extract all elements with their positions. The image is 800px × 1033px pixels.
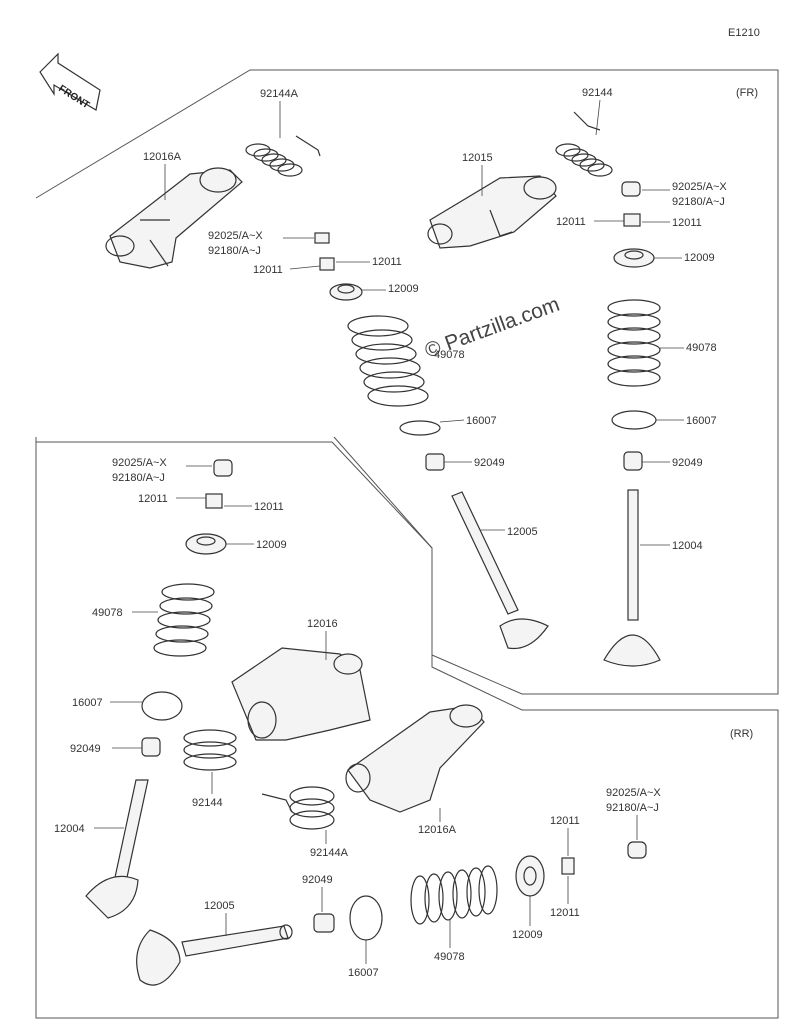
label-rr-92049-b: 92049 — [302, 874, 333, 886]
label-fr-12016A: 12016A — [143, 151, 182, 163]
label-rr-12009: 12009 — [256, 539, 287, 551]
fr-spring-92144 — [555, 111, 613, 177]
label-fr-92049-right: 92049 — [672, 457, 703, 469]
label-rr-92180: 92180/A~J — [112, 472, 165, 484]
rr-rocker-arm-12016 — [231, 647, 371, 741]
rr-spring-seat-16007-b — [349, 895, 383, 941]
rr-rocker-arm-12016A — [345, 704, 485, 813]
rr-keeper-12011 — [205, 493, 223, 509]
label-fr-92144A: 92144A — [260, 88, 299, 100]
fr-rocker-arm-12016A — [105, 167, 243, 269]
label-fr-12009-right: 12009 — [684, 252, 715, 264]
fr-spring-seat-16007 — [399, 420, 441, 436]
fr-keeper-12011 — [319, 257, 335, 271]
label-rr-92144A: 92144A — [310, 847, 349, 859]
fr-keeper-12011-right — [623, 213, 641, 227]
leader-line — [439, 419, 465, 423]
fr-stem-seal-92049-right — [623, 451, 643, 471]
rr-collet-92025 — [213, 459, 233, 477]
rr-stem-seal-92049 — [141, 737, 161, 757]
label-rr-12011-d: 12011 — [550, 907, 580, 919]
label-rr-12016A: 12016A — [418, 824, 457, 836]
diagram-code: E1210 — [728, 27, 760, 39]
section-fr-label: (FR) — [736, 87, 758, 99]
leader-line — [595, 99, 601, 136]
label-fr-12011-right-a: 12011 — [556, 216, 586, 228]
fr-rocker-arm-12015 — [427, 175, 557, 249]
label-fr-49078-left: 49078 — [434, 349, 465, 361]
label-rr-12011-c: 12011 — [550, 815, 580, 827]
leader-line — [289, 265, 321, 270]
label-fr-92144: 92144 — [582, 87, 613, 99]
label-fr-12015: 12015 — [462, 152, 493, 164]
label-rr-92180-b: 92180/A~J — [606, 802, 659, 814]
label-fr-92180-right: 92180/A~J — [672, 196, 725, 208]
rr-spring-92144A — [261, 786, 335, 830]
fr-collet-92025-right — [621, 181, 641, 197]
fr-spring-seat-16007-right — [611, 410, 657, 430]
rr-collet-92025-b — [627, 841, 647, 859]
label-rr-92049: 92049 — [70, 743, 101, 755]
label-rr-92025-b: 92025/A~X — [606, 787, 661, 799]
label-fr-49078-right: 49078 — [686, 342, 717, 354]
label-fr-12011-right-b: 12011 — [672, 217, 702, 229]
rr-valve-12005 — [136, 924, 293, 986]
fr-valve-spring-49078-right — [607, 299, 661, 387]
rr-retainer-12009 — [185, 533, 227, 555]
front-arrow-icon: FRONT — [39, 52, 101, 111]
label-rr-49078-b: 49078 — [434, 951, 465, 963]
label-rr-12009-b: 12009 — [512, 929, 543, 941]
label-rr-92144: 92144 — [192, 797, 223, 809]
label-fr-92049-left: 92049 — [474, 457, 505, 469]
fr-valve-12004 — [603, 489, 661, 667]
label-rr-16007-b: 16007 — [348, 967, 379, 979]
rr-section-frame — [35, 436, 779, 1019]
label-fr-12004: 12004 — [672, 540, 703, 552]
label-fr-12011-left-a: 12011 — [253, 264, 283, 276]
label-rr-12011-a: 12011 — [138, 493, 168, 505]
rr-spring-92144 — [183, 729, 237, 771]
label-fr-92025-right: 92025/A~X — [672, 181, 727, 193]
rr-valve-spring-49078 — [153, 583, 215, 657]
section-rr-label: (RR) — [730, 728, 753, 740]
rr-valve-12004 — [85, 779, 149, 919]
label-fr-16007-left: 16007 — [466, 415, 497, 427]
rr-retainer-12009-b — [515, 855, 545, 897]
fr-valve-spring-49078 — [347, 315, 429, 407]
label-rr-12011-b: 12011 — [254, 501, 284, 513]
label-fr-12009-left: 12009 — [388, 283, 419, 295]
label-rr-92025: 92025/A~X — [112, 457, 167, 469]
label-fr-92025-left: 92025/A~X — [208, 230, 263, 242]
label-fr-16007-right: 16007 — [686, 415, 717, 427]
fr-spring-92144A — [245, 135, 321, 177]
rr-keeper-12011-b — [561, 857, 575, 875]
label-rr-49078: 49078 — [92, 607, 123, 619]
label-rr-12004: 12004 — [54, 823, 85, 835]
rr-stem-seal-92049-b — [313, 913, 335, 933]
fr-stem-seal-92049 — [425, 453, 445, 471]
label-fr-92180-left: 92180/A~J — [208, 245, 261, 257]
fr-valve-12005 — [451, 491, 549, 650]
fr-collet-92025 — [314, 232, 330, 244]
fr-section-frame — [35, 69, 779, 695]
label-fr-12005: 12005 — [507, 526, 538, 538]
label-rr-16007: 16007 — [72, 697, 103, 709]
fr-retainer-12009 — [329, 283, 363, 301]
label-rr-12005: 12005 — [204, 900, 235, 912]
fr-retainer-12009-right — [613, 248, 655, 268]
label-rr-12016: 12016 — [307, 618, 338, 630]
rr-valve-spring-49078-b — [410, 865, 498, 925]
rr-spring-seat-16007 — [141, 691, 183, 721]
label-fr-12011-left-b: 12011 — [372, 256, 402, 268]
